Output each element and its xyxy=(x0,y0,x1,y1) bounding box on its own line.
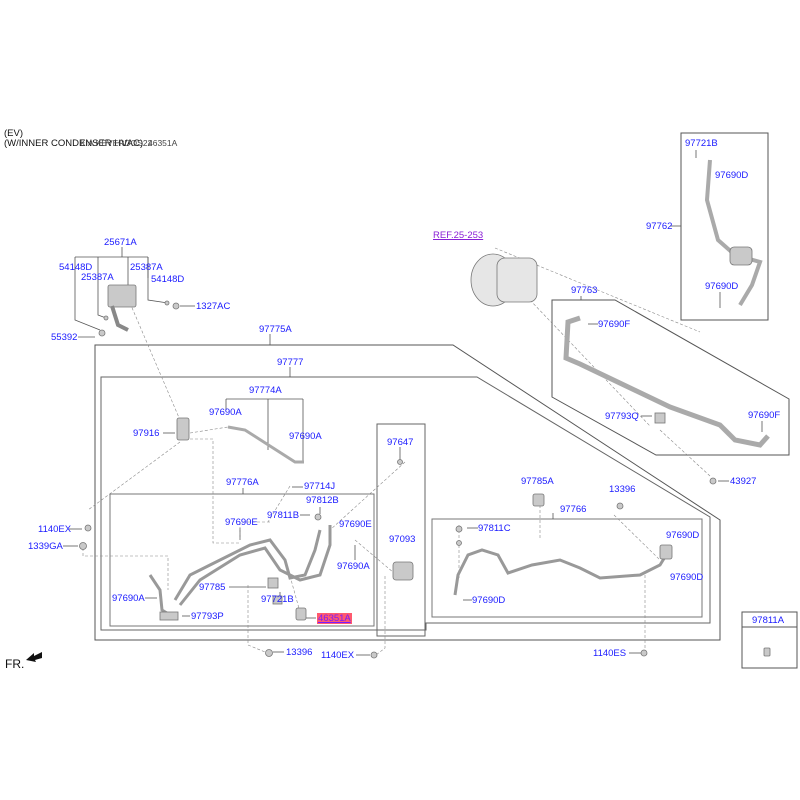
front-direction-label: FR. xyxy=(5,657,25,671)
callout-13396[interactable]: 13396 xyxy=(286,647,313,658)
callout-97690a[interactable]: 97690A xyxy=(289,431,322,442)
callout-97690f[interactable]: 97690F xyxy=(748,410,781,421)
part-97916-shape xyxy=(176,417,190,441)
callout-97690e[interactable]: 97690E xyxy=(339,519,372,530)
callout-97811a[interactable]: 97811A xyxy=(752,615,785,626)
callout-97690a[interactable]: 97690A xyxy=(209,407,242,418)
callout-97916[interactable]: 97916 xyxy=(133,428,160,439)
callout-97714j[interactable]: 97714J xyxy=(304,481,336,492)
callout-97766[interactable]: 97766 xyxy=(560,504,587,515)
group-frame-97775a xyxy=(94,344,721,641)
callout-13396[interactable]: 13396 xyxy=(609,484,636,495)
callout-54148d[interactable]: 54148D xyxy=(59,262,93,273)
callout-97812b[interactable]: 97812B xyxy=(306,495,339,506)
group-frame-97647 xyxy=(376,423,426,637)
callout-97690d[interactable]: 97690D xyxy=(715,170,749,181)
group-frame-97777 xyxy=(100,376,711,631)
callout-55392[interactable]: 55392 xyxy=(51,332,78,343)
callout-1339ga[interactable]: 1339GA xyxy=(28,541,63,552)
part-97766-shape xyxy=(453,548,670,596)
callout-97785a[interactable]: 97785A xyxy=(521,476,554,487)
callout-97690f[interactable]: 97690F xyxy=(598,319,631,330)
callout-54148d[interactable]: 54148D xyxy=(151,274,185,285)
callout-97690e[interactable]: 97690E xyxy=(225,517,258,528)
callout-97774a[interactable]: 97774A xyxy=(249,385,282,396)
group-frame-97766 xyxy=(431,518,703,618)
callout-97721b[interactable]: 97721B xyxy=(685,138,718,149)
callout-97811b[interactable]: 97811B xyxy=(267,510,300,521)
callout-97793p[interactable]: 97793P xyxy=(191,611,224,622)
callout-97690d[interactable]: 97690D xyxy=(472,595,506,606)
callout-1327ac[interactable]: 1327AC xyxy=(196,301,231,312)
callout-97763[interactable]: 97763 xyxy=(571,285,598,296)
group-frame-97776a xyxy=(109,493,375,627)
group-frame-97811a xyxy=(741,611,798,669)
callout-97690a[interactable]: 97690A xyxy=(112,593,145,604)
callout-43927[interactable]: 43927 xyxy=(730,476,757,487)
reference-link[interactable]: REF.25-253 xyxy=(433,230,484,241)
callout-97776a[interactable]: 97776A xyxy=(226,477,259,488)
callout-25671a[interactable]: 25671A xyxy=(104,237,137,248)
callout-25387a[interactable]: 25387A xyxy=(81,272,114,283)
callout-97690d[interactable]: 97690D xyxy=(705,281,739,292)
callout-97721b[interactable]: 97721B xyxy=(261,594,294,605)
callout-97647[interactable]: 97647 xyxy=(387,437,414,448)
callout-97775a[interactable]: 97775A xyxy=(259,324,292,335)
callout-97690d[interactable]: 97690D xyxy=(670,572,704,583)
callout-97811c[interactable]: 97811C xyxy=(478,523,511,534)
callout-25387a[interactable]: 25387A xyxy=(130,262,163,273)
header-overlay-code: KIA KEVERDOS22 xyxy=(80,138,153,148)
callout-97762[interactable]: 97762 xyxy=(646,221,673,232)
callout-1140ex[interactable]: 1140EX xyxy=(38,524,72,535)
group-frame-97763 xyxy=(551,299,790,456)
callout-97777[interactable]: 97777 xyxy=(277,357,304,368)
callout-46351a-highlighted[interactable]: 46351A xyxy=(317,613,352,624)
compressor-shape xyxy=(470,253,538,307)
callout-1140ex[interactable]: 1140EX xyxy=(321,650,355,661)
group-frame-97762 xyxy=(680,132,769,321)
callout-97785[interactable]: 97785 xyxy=(199,582,226,593)
part-97774a-shape xyxy=(227,425,304,464)
part-25671a-shape xyxy=(98,284,180,337)
part-97763-shape xyxy=(563,315,770,448)
callout-97690d[interactable]: 97690D xyxy=(666,530,700,541)
front-direction-arrow-icon xyxy=(26,652,42,662)
callout-1140es[interactable]: 1140ES xyxy=(593,648,627,659)
part-97093-shape xyxy=(392,561,414,581)
header-overlay-part: 46351A xyxy=(148,138,178,148)
header-line1: (EV) xyxy=(4,128,23,139)
callout-97793q[interactable]: 97793Q xyxy=(605,411,639,422)
header-line2: (W/INNER CONDENSER HVAC) xyxy=(4,138,144,149)
callout-97093[interactable]: 97093 xyxy=(389,534,416,545)
callout-97690a[interactable]: 97690A xyxy=(337,561,370,572)
